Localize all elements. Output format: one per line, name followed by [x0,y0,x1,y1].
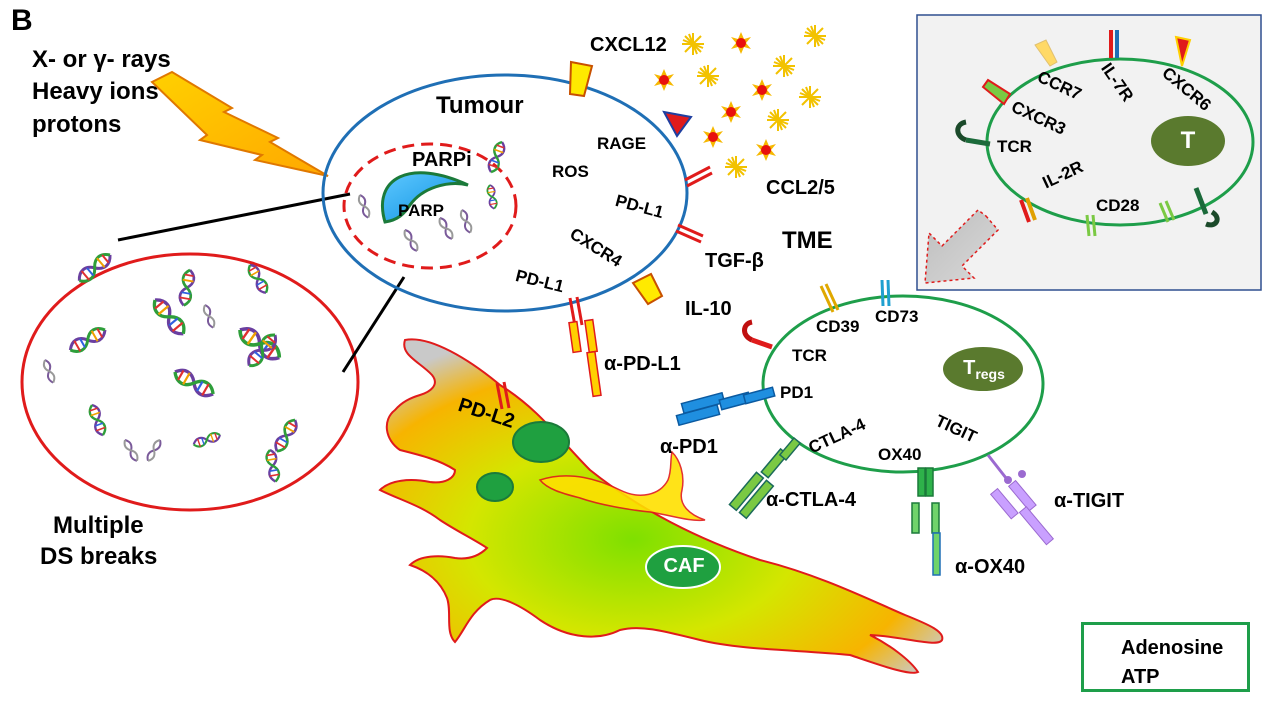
tumour-cell [321,73,689,313]
pd1-label: PD1 [780,383,814,402]
tme-adenosine-atp [654,24,827,179]
cd39-receptor [819,283,840,313]
ros-label: ROS [552,162,589,181]
anti-ox40-label: α-OX40 [955,556,1026,578]
caf-branch [538,450,706,522]
tcell-nucleus [1151,116,1225,166]
radiation-line2: Heavy ions [32,78,159,105]
legend-adenosine-label: Adenosine [1121,637,1224,659]
radiation-line3: protons [32,111,122,138]
cxcl12-label: CXCL12 [590,34,667,56]
zoom-line-bottom [341,276,406,373]
il2r-receptor [1019,197,1037,223]
panel-letter: B [11,4,33,37]
pdl1-receptor-upper [684,165,713,188]
zoom-line-top [117,192,351,242]
caf-nucleus-main [645,545,721,589]
treg-tcr [742,319,773,350]
cxcr6-receptor [1174,35,1192,67]
treg-nucleus [943,347,1023,391]
rage-label: RAGE [597,134,647,153]
il10-label: IL-10 [685,298,732,320]
treg-label-main: T [963,357,976,379]
treg-tcr-label: TCR [792,346,827,365]
anti-tigit-antibody [986,454,1055,546]
pdl2-receptor [495,381,511,410]
radiation-line1: X- or γ- rays [32,46,171,73]
tcell-tcr-left [955,119,991,147]
cd73-label: CD73 [875,307,919,326]
rage-receptor [662,110,693,138]
treg-label: Tregs [962,358,1006,381]
dna-label-line2: DS breaks [40,543,158,570]
caf-cell [378,338,944,674]
cd28-receptor-right [1158,200,1176,223]
tcell-label: T [1180,127,1196,154]
dna-label-line1: Multiple [53,512,144,539]
pdl1-receptor-mid [675,223,704,244]
radiation-bolt [150,70,329,177]
il7r-receptor [1109,30,1119,58]
ccl25-label: CCL2/5 [766,177,835,199]
parp-label: PARP [398,201,444,220]
ccr7-receptor [1034,39,1058,67]
cxcl12-receptor-top [568,60,594,98]
anti-pdl1-label: α-PD-L1 [604,353,681,375]
cxcr4-receptor [631,272,664,306]
anti-pd1-antibody [675,386,776,427]
cd39-label: CD39 [816,317,860,336]
cd73-receptor [880,279,891,307]
ox40-label: OX40 [878,445,922,464]
cxcr3-receptor [981,78,1012,106]
anti-pd1-label: α-PD1 [660,436,718,458]
dna-ellipse [20,252,360,512]
anti-ctla4-label: α-CTLA-4 [766,489,857,511]
tme-title: TME [782,227,833,254]
legend: Adenosine ATP [1081,622,1250,692]
nucleus-ellipse [342,142,518,270]
caf-nucleus-upper [512,421,570,463]
tcell-tcr-right [1193,187,1220,228]
tcell-tcr-label: TCR [997,137,1032,156]
parp-shape [381,171,469,224]
cd28-label: CD28 [1096,196,1140,215]
parpi-label: PARPi [412,149,472,171]
treg-label-sub: regs [975,366,1005,382]
legend-atp-label: ATP [1121,666,1160,688]
tgfb-label: TGF-β [705,250,764,272]
anti-ctla4-antibody [728,436,802,520]
caf-nucleus-lower [476,472,514,502]
anti-pdl1-antibody [568,318,602,398]
tumour-title: Tumour [436,92,524,119]
treg-cell [761,294,1045,474]
anti-ox40-antibody [911,467,941,576]
anti-tigit-label: α-TIGIT [1054,490,1125,512]
cd28-receptor-left [1085,214,1097,237]
caf-label: CAF [663,555,705,577]
inset-arrow [924,209,1000,284]
